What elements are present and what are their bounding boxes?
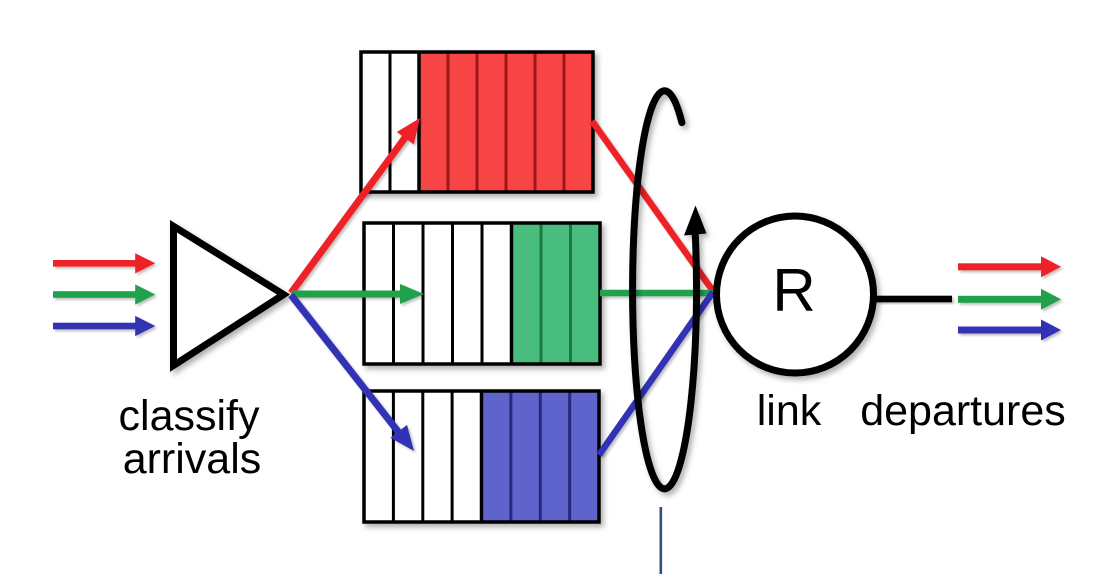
svg-text:R: R [772, 257, 815, 324]
svg-text:departures: departures [860, 387, 1066, 435]
svg-text:arrivals: arrivals [123, 435, 262, 483]
svg-text:link: link [757, 387, 822, 435]
svg-text:classify: classify [119, 392, 260, 440]
